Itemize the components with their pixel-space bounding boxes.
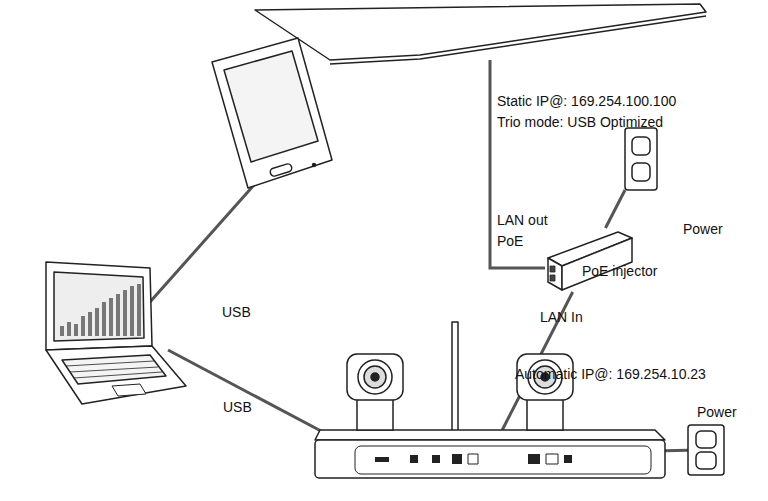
ptz-camera [371, 373, 379, 381]
chart-bars [95, 308, 99, 336]
conference-phone [269, 163, 292, 177]
node-text: PoE injector [582, 263, 657, 280]
chart-bars [102, 302, 106, 336]
camera-bar [355, 446, 651, 474]
chart-bars [109, 298, 113, 336]
chart-bars [67, 322, 71, 336]
camera-bar [546, 454, 558, 464]
conference-phone [212, 38, 332, 188]
usb-cable [150, 176, 338, 440]
chart-bars [137, 284, 141, 336]
camera-bar [564, 455, 572, 463]
ptz-camera [364, 366, 386, 388]
edge-label: LAN out PoE [497, 210, 559, 252]
camera-bar [452, 322, 458, 432]
edge-label: LAN In [540, 309, 583, 326]
camera-bar: Automatic IP@: 169.254.10.23 [315, 430, 665, 478]
camera-bar [452, 454, 462, 464]
camera-bar [468, 454, 478, 464]
camera-bar [315, 322, 665, 478]
ptz-camera [357, 398, 393, 430]
chart-bars [116, 294, 120, 336]
usb-cable [150, 176, 262, 302]
power-outlet [625, 128, 657, 190]
chart-bars [60, 284, 141, 336]
camera-bar [432, 455, 440, 463]
poe-injector: PoE injector [545, 228, 633, 292]
power-outlet [625, 128, 724, 475]
ptz-camera [347, 354, 403, 400]
chart-bars [60, 326, 64, 336]
camera-bar [315, 430, 665, 440]
conference-phone [330, 16, 706, 64]
conference-phone [255, 4, 706, 60]
usb-cable [168, 350, 338, 440]
ptz-camera [347, 354, 573, 430]
laptop [54, 272, 144, 341]
power-outlet: Power [688, 425, 724, 475]
laptop [62, 355, 166, 384]
power-outlet [688, 425, 724, 475]
node-text: Power [683, 221, 723, 238]
power-outlet [632, 163, 650, 181]
power-outlet [632, 137, 650, 155]
poe-injector [548, 258, 562, 290]
network-cable [665, 449, 688, 452]
chart-bars [74, 324, 78, 336]
chart-bars [123, 290, 127, 336]
chart-bars [88, 312, 92, 336]
node-text: Automatic IP@: 169.254.10.23 [515, 366, 706, 383]
node-text: Trio mode: USB Optimized [497, 114, 663, 131]
laptop [46, 262, 152, 350]
ptz-camera [527, 398, 563, 430]
node-text: Power [697, 404, 737, 421]
node-text: Static IP@: 169.254.100.100 [497, 93, 676, 110]
network-cable [605, 190, 625, 228]
conference-phone [313, 164, 316, 167]
laptop [46, 262, 186, 404]
camera-bar [410, 455, 418, 463]
camera-bar [528, 454, 540, 464]
camera-bar [375, 457, 389, 462]
cable-label: USB [223, 399, 252, 416]
poe-injector [548, 232, 632, 290]
laptop [66, 361, 162, 378]
laptop [46, 346, 186, 404]
chart-bars [81, 316, 85, 336]
ptz-camera [358, 360, 392, 394]
conference-phone: Static IP@: 169.254.100.100Trio mode: US… [215, 5, 705, 60]
chart-bars [130, 286, 134, 336]
conference-phone [224, 51, 318, 162]
poe-injector [550, 275, 555, 281]
power-outlet: Power [625, 128, 657, 190]
cable-label: USB [222, 304, 251, 321]
power-outlet [696, 431, 716, 448]
poe-injector [550, 266, 555, 272]
power-outlet [696, 452, 716, 469]
laptop [112, 384, 146, 396]
camera-bar [315, 440, 665, 478]
